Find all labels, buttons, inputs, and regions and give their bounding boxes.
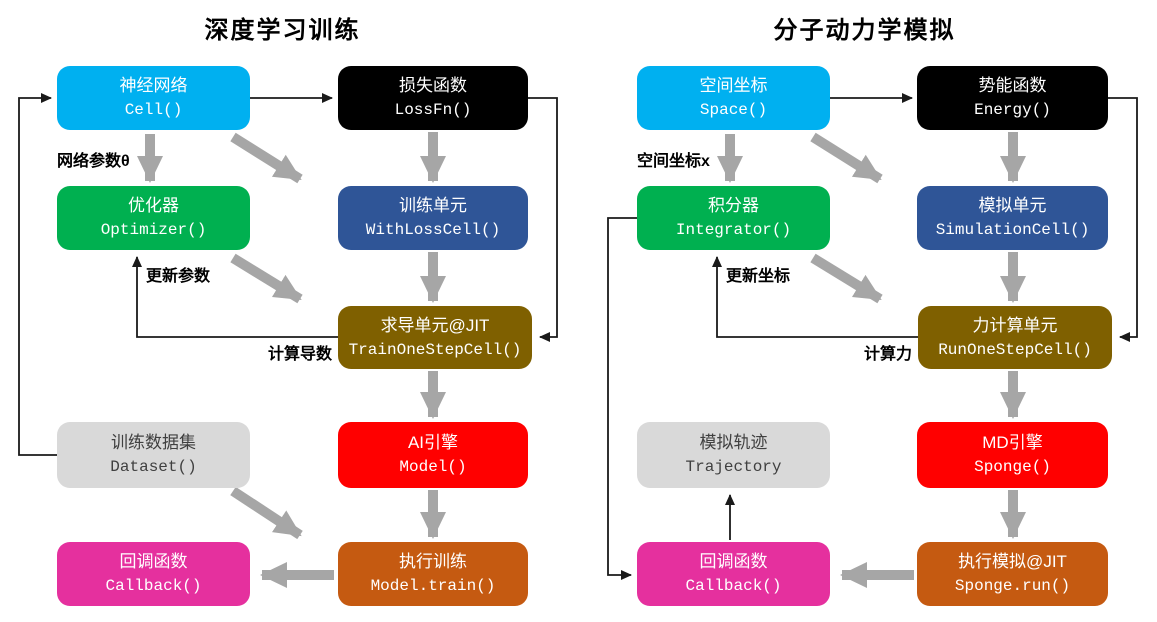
node-energy-title: 势能函数 (978, 76, 1047, 95)
node-run: 执行模拟@JIT Sponge.run() (917, 542, 1108, 606)
node-integrator-code: Integrator() (675, 221, 792, 239)
node-cell: 神经网络 Cell() (57, 66, 250, 130)
node-withlosscell: 训练单元 WithLossCell() (338, 186, 528, 250)
node-space-title: 空间坐标 (699, 76, 768, 95)
node-lossfn-code: LossFn() (394, 101, 472, 119)
node-optimizer: 优化器 Optimizer() (57, 186, 250, 250)
arrow-trainonestep-to-optimizer-loop (132, 256, 338, 338)
node-runonestep: 力计算单元 RunOneStepCell() (918, 306, 1112, 369)
arrow-runonestep-to-integrator-loop (712, 256, 918, 338)
node-optimizer-title: 优化器 (128, 196, 179, 215)
node-sponge-title: MD引擎 (982, 433, 1043, 452)
node-callback-right: 回调函数 Callback() (637, 542, 830, 606)
node-withlosscell-code: WithLossCell() (365, 221, 501, 239)
label-network-params: 网络参数θ (57, 153, 130, 170)
node-space: 空间坐标 Space() (637, 66, 830, 130)
arrow-energy-to-runonestep-loop (1108, 97, 1138, 342)
label-space-coords: 空间坐标x (637, 153, 710, 170)
node-train: 执行训练 Model.train() (338, 542, 528, 606)
node-withlosscell-title: 训练单元 (399, 196, 467, 215)
node-run-code: Sponge.run() (954, 577, 1071, 595)
node-lossfn: 损失函数 LossFn() (338, 66, 528, 130)
node-callback-left: 回调函数 Callback() (57, 542, 250, 606)
node-dataset: 训练数据集 Dataset() (57, 422, 250, 488)
node-space-code: Space() (699, 101, 768, 119)
node-model-code: Model() (399, 458, 467, 476)
flow-optimizer-to-trainonestep (230, 253, 303, 304)
node-lossfn-title: 损失函数 (399, 76, 467, 95)
label-compute-force: 计算力 (863, 346, 912, 363)
node-sponge-code: Sponge() (974, 458, 1051, 476)
node-dataset-title: 训练数据集 (111, 433, 196, 452)
node-trajectory-title: 模拟轨迹 (699, 433, 768, 452)
node-cell-code: Cell() (124, 101, 183, 119)
flow-dataset-to-train (230, 486, 303, 540)
node-callback-left-code: Callback() (105, 577, 202, 595)
node-trajectory: 模拟轨迹 Trajectory (637, 422, 830, 488)
node-simulationcell-title: 模拟单元 (978, 196, 1047, 215)
left-panel-title: 深度学习训练 (204, 17, 361, 44)
node-runonestep-code: RunOneStepCell() (938, 340, 1092, 359)
node-model: AI引擎 Model() (338, 422, 528, 488)
node-trainonestep-title: 求导单元@JIT (380, 315, 490, 335)
label-update-params: 更新参数 (146, 268, 211, 285)
arrow-dataset-to-cell-loop (18, 93, 57, 456)
flow-integrator-to-runonestep (810, 253, 883, 304)
right-panel-title: 分子动力学模拟 (773, 17, 956, 44)
node-optimizer-code: Optimizer() (100, 221, 207, 239)
node-runonestep-title: 力计算单元 (972, 315, 1058, 335)
node-simulationcell: 模拟单元 SimulationCell() (917, 186, 1108, 250)
node-simulationcell-code: SimulationCell() (935, 221, 1090, 239)
node-callback-right-code: Callback() (685, 577, 782, 595)
node-train-title: 执行训练 (399, 552, 467, 571)
label-update-coords: 更新坐标 (726, 268, 791, 285)
label-compute-gradient: 计算导数 (267, 346, 332, 363)
node-energy: 势能函数 Energy() (917, 66, 1108, 130)
node-train-code: Model.train() (370, 577, 496, 595)
node-trajectory-code: Trajectory (685, 458, 782, 476)
node-callback-right-title: 回调函数 (699, 552, 768, 571)
arrow-lossfn-to-trainonestep-loop (528, 97, 558, 342)
node-model-title: AI引擎 (407, 433, 459, 452)
node-trainonestep-code: TrainOneStepCell() (348, 340, 522, 359)
flow-cell-to-withlosscell (230, 132, 303, 184)
node-integrator: 积分器 Integrator() (637, 186, 830, 250)
node-run-title: 执行模拟@JIT (958, 552, 1067, 571)
node-callback-left-title: 回调函数 (119, 552, 188, 571)
node-integrator-title: 积分器 (708, 196, 759, 215)
flow-space-to-simulationcell (810, 132, 883, 184)
node-cell-title: 神经网络 (119, 76, 188, 95)
node-dataset-code: Dataset() (110, 458, 197, 476)
node-energy-code: Energy() (974, 101, 1051, 119)
node-sponge: MD引擎 Sponge() (917, 422, 1108, 488)
arrow-integrator-to-callback-loop (607, 217, 637, 580)
node-trainonestep: 求导单元@JIT TrainOneStepCell() (338, 306, 532, 369)
